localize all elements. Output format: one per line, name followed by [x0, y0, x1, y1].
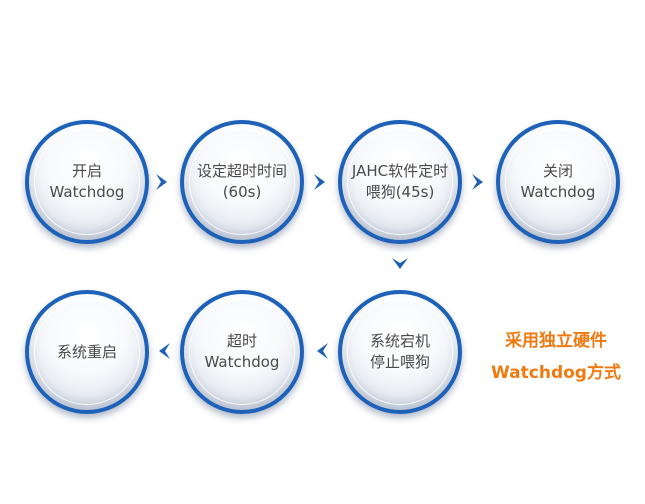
step-label: 系统重启: [56, 342, 117, 361]
arrow-left-icon: [317, 343, 328, 359]
arrow-right-icon: [156, 174, 167, 190]
note-line-2: Watchdog方式: [491, 363, 621, 383]
step-label: 设定超时时间 (60s): [196, 162, 287, 201]
arrow-left-icon: [159, 343, 170, 359]
step-set-timeout: 设定超时时间 (60s): [180, 120, 304, 244]
step-feed-dog: JAHC软件定时 喂狗(45s): [338, 120, 462, 244]
step-label: JAHC软件定时 喂狗(45s): [351, 162, 449, 201]
step-watchdog-timeout: 超时 Watchdog: [180, 290, 304, 414]
step-label: 开启 Watchdog: [49, 162, 125, 201]
arrow-right-icon: [472, 174, 483, 190]
step-start-watchdog: 开启 Watchdog: [25, 120, 149, 244]
note-line-1: 采用独立硬件: [505, 331, 607, 351]
step-label: 关闭 Watchdog: [520, 162, 596, 201]
step-close-watchdog: 关闭 Watchdog: [496, 120, 620, 244]
step-system-crash: 系统宕机 停止喂狗: [338, 290, 462, 414]
step-system-restart: 系统重启: [25, 290, 149, 414]
step-label: 系统宕机 停止喂狗: [369, 332, 430, 371]
step-label: 超时 Watchdog: [204, 332, 280, 371]
arrow-right-icon: [314, 174, 325, 190]
arrow-down-icon: [392, 258, 408, 269]
